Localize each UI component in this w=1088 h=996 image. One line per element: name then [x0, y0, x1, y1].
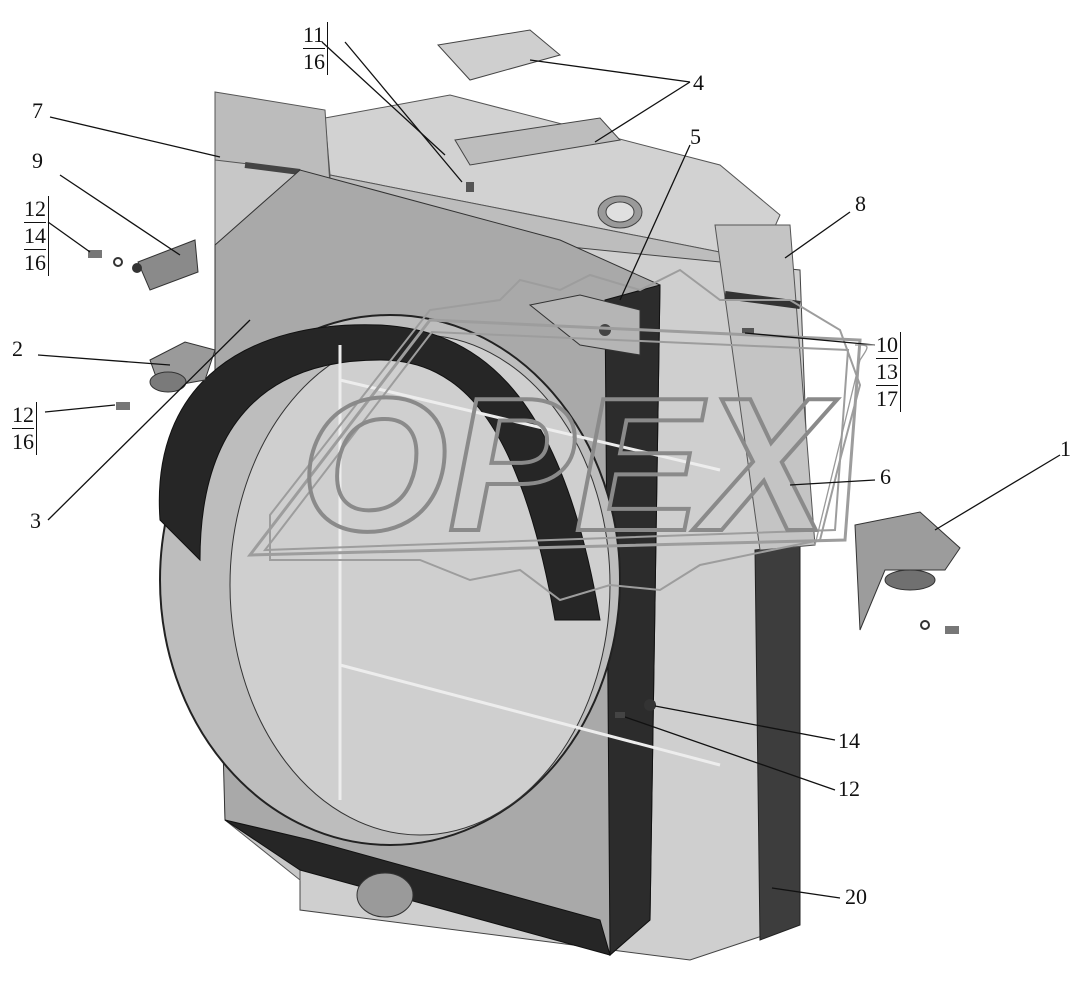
stack-item: 12 [12, 402, 34, 429]
fasteners [88, 182, 959, 718]
callout-9: 9 [32, 148, 43, 173]
stack-item: 12 [24, 196, 46, 223]
callout-stack-11-16: 11 16 [303, 22, 328, 75]
bracket-9 [137, 239, 199, 291]
watermark-text: OPEX [300, 359, 838, 571]
bottom-pipe [356, 872, 414, 918]
callout-20: 20 [845, 884, 867, 909]
callout-2: 2 [12, 336, 23, 361]
stack-item: 16 [24, 250, 46, 275]
callout-4: 4 [693, 70, 704, 95]
stack-item: 11 [303, 22, 325, 49]
callout-12: 12 [838, 776, 860, 801]
callout-5: 5 [690, 124, 701, 149]
fan-shroud [158, 169, 721, 957]
bracket-4 [437, 29, 621, 166]
callout-stack-12-16: 12 16 [12, 402, 37, 455]
support-1 [854, 511, 961, 631]
callout-3: 3 [30, 508, 41, 533]
callout-7: 7 [32, 98, 43, 123]
callout-stack-10-13-17: 10 13 17 [876, 332, 901, 412]
stack-item: 14 [24, 223, 46, 250]
stack-item: 10 [876, 332, 898, 359]
stack-item: 13 [876, 359, 898, 386]
support-2 [149, 341, 216, 393]
callout-8: 8 [855, 191, 866, 216]
callout-1: 1 [1060, 436, 1071, 461]
stack-item: 17 [876, 386, 898, 411]
callout-6: 6 [880, 464, 891, 489]
leader-lines [37, 41, 1061, 899]
callout-stack-12-14-16-top: 12 14 16 [24, 196, 49, 276]
opex-watermark: OPEX [246, 268, 862, 602]
stack-item: 16 [12, 429, 34, 454]
callout-14: 14 [838, 728, 860, 753]
stack-item: 16 [303, 49, 325, 74]
